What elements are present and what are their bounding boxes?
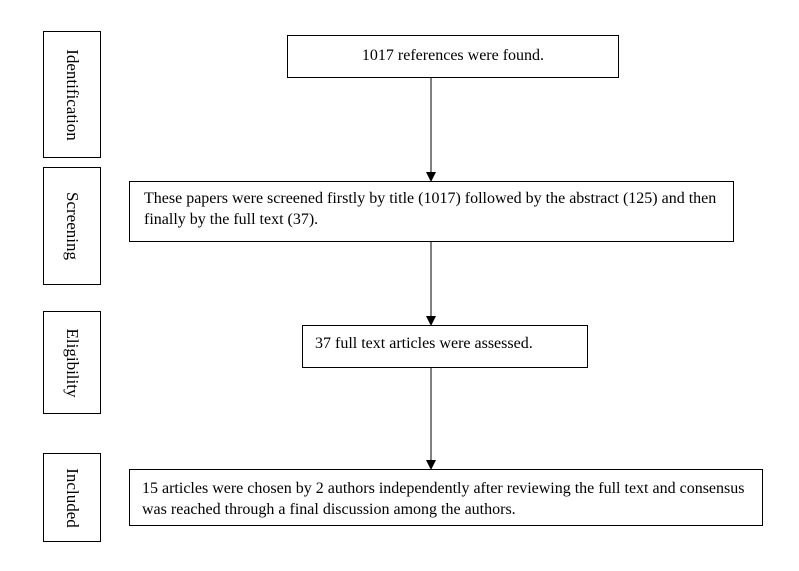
stage-label-eligibility: Eligibility	[63, 328, 82, 397]
stage-label-identification: Identification	[63, 48, 82, 141]
stage-label-included: Included	[63, 467, 82, 528]
stage-included: Included	[43, 453, 101, 542]
box-screening: These papers were screened firstly by ti…	[129, 181, 734, 242]
box-screening-text: These papers were screened firstly by ti…	[144, 190, 717, 228]
stage-label-screening: Screening	[63, 192, 82, 260]
box-identification-text: 1017 references were found.	[361, 47, 545, 64]
stage-screening: Screening	[43, 167, 101, 285]
stage-eligibility: Eligibility	[43, 311, 101, 414]
box-eligibility: 37 full text articles were assessed.	[302, 325, 588, 368]
box-included: 15 articles were chosen by 2 authors ind…	[129, 469, 763, 526]
box-eligibility-text: 37 full text articles were assessed.	[315, 335, 533, 352]
box-included-text: 15 articles were chosen by 2 authors ind…	[142, 480, 745, 518]
box-identification: 1017 references were found.	[287, 35, 619, 78]
stage-identification: Identification	[43, 31, 101, 158]
